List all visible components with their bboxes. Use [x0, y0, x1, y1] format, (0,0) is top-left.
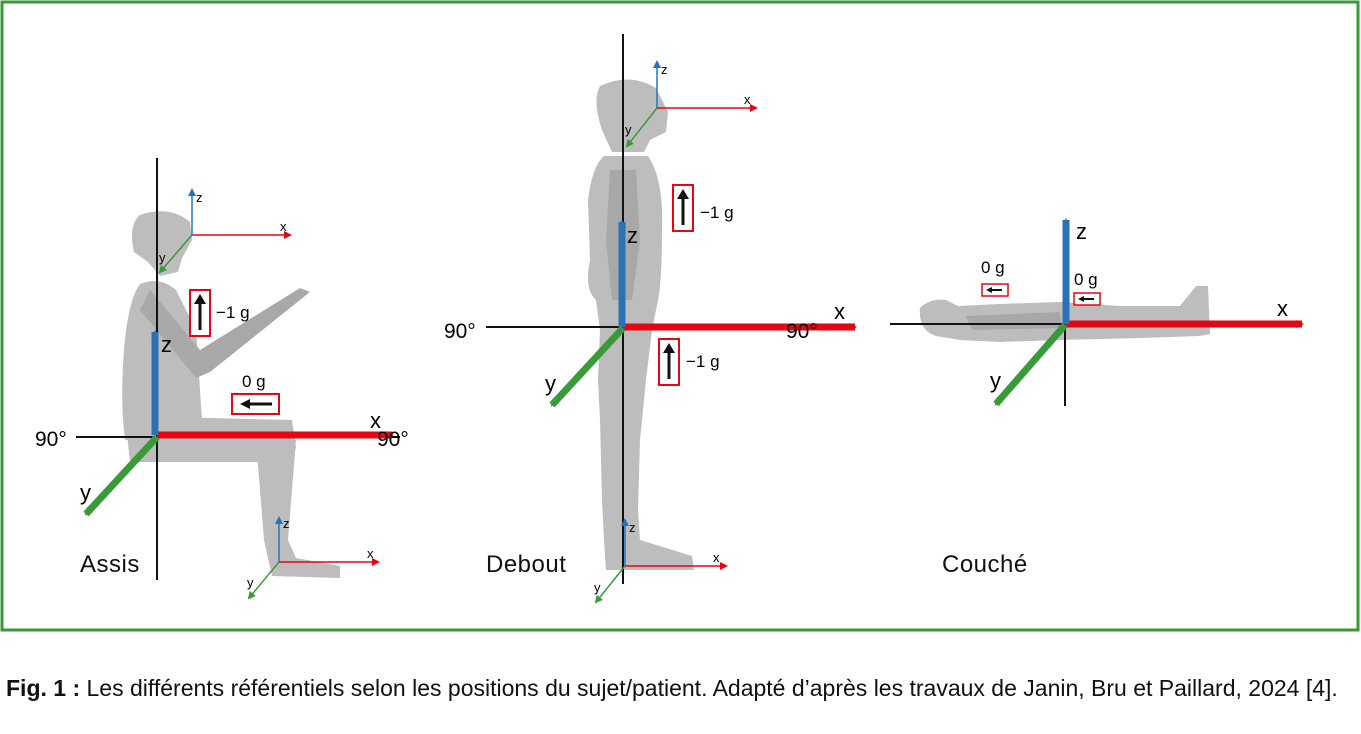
- debout-head-x: x: [744, 92, 751, 107]
- assis-y-axis-arrow: [83, 434, 160, 517]
- debout-force-upper-label: −1 g: [700, 203, 734, 222]
- debout-head-y: y: [625, 122, 632, 137]
- figure-caption: Fig. 1 : Les différents référentiels sel…: [6, 672, 1358, 705]
- couche-z-label: z: [1076, 219, 1087, 244]
- debout-x-label: x: [834, 299, 845, 324]
- panel-debout: x z y 90° 90° −1 g −1 g x z y x z y: [444, 34, 857, 604]
- panel-assis: x z y 90° 90° −1 g 0 g x z y x z y: [35, 158, 409, 600]
- panel-couche: x z y 0 g 0 g: [890, 218, 1304, 407]
- assis-head-x: x: [280, 219, 287, 234]
- assis-foot-x: x: [367, 546, 374, 561]
- couche-y-label: y: [990, 368, 1001, 393]
- assis-force-side-label: 0 g: [242, 372, 266, 391]
- debout-angle-right: 90°: [786, 320, 818, 343]
- caption-text: Les différents référentiels selon les po…: [80, 675, 1338, 701]
- assis-foot-z: z: [283, 516, 290, 531]
- debout-foot-y: y: [594, 580, 601, 595]
- panel-label-assis: Assis: [80, 551, 140, 578]
- debout-y-label: y: [545, 371, 556, 396]
- debout-z-label: z: [627, 223, 638, 248]
- debout-angle-left: 90°: [444, 320, 476, 343]
- assis-force-up-label: −1 g: [216, 303, 250, 322]
- couche-x-label: x: [1277, 296, 1288, 321]
- panel-label-couche: Couché: [942, 551, 1028, 578]
- assis-foot-y: y: [247, 575, 254, 590]
- assis-head-z: z: [196, 190, 203, 205]
- assis-x-label: x: [370, 408, 381, 433]
- assis-angle-right: 90°: [377, 428, 409, 451]
- sitting-silhouette: [122, 211, 340, 578]
- panel-label-debout: Debout: [486, 551, 567, 578]
- debout-y-axis-arrow: [549, 325, 626, 408]
- debout-foot-z: z: [629, 520, 636, 535]
- figure-frame: [0, 0, 1360, 632]
- assis-z-label: z: [161, 332, 172, 357]
- assis-head-y: y: [159, 250, 166, 265]
- debout-foot-x: x: [713, 550, 720, 565]
- couche-y-axis-arrow: [993, 322, 1068, 407]
- debout-force-lower-label: −1 g: [686, 352, 720, 371]
- assis-y-label: y: [80, 480, 91, 505]
- debout-head-z: z: [661, 62, 668, 77]
- assis-angle-left: 90°: [35, 428, 67, 451]
- couche-force-right-label: 0 g: [1074, 270, 1098, 289]
- couche-force-left-label: 0 g: [981, 258, 1005, 277]
- caption-prefix: Fig. 1 :: [6, 675, 81, 701]
